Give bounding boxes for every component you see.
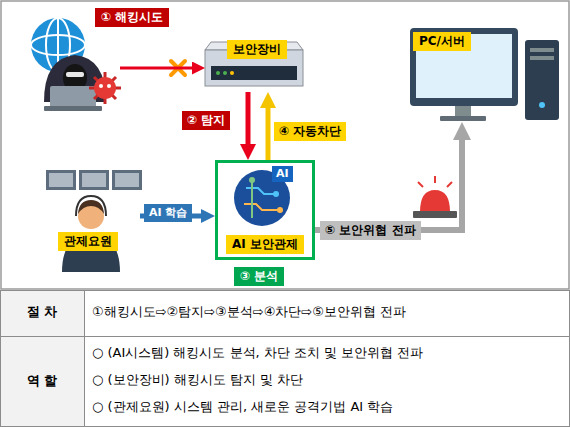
step-banner: ⑤ 보안위협 전파 [320,221,421,240]
pc-server-icon-part [440,116,486,121]
virus-icon [89,72,121,104]
virus-icon-part [94,77,116,99]
icon-node: ① 해킹시도 [28,30,120,110]
alarm-icon-part [413,211,457,218]
pc-server-icon-part [455,106,471,116]
operator-icon-part [78,200,104,214]
virus-icon-part [99,84,103,88]
flow-arrow [266,102,271,160]
operator-icon-part [46,170,76,190]
step-banner: ② 탐지 [182,111,230,130]
device-label: 보안장비 [227,40,287,59]
table-cell: ○ (AI시스템) 해킹시도 분석, 차단 조치 및 보안위협 전파 [92,345,423,361]
operator-icon [46,170,142,272]
virus-icon-part [94,77,116,99]
security-device-icon-part [216,71,220,75]
security-device-icon-part [211,66,297,80]
pc-label: PC/서버 [413,32,471,51]
alarm-icon-part [420,190,450,212]
table-cell: ○ (관제요원) 시스템 관리, 새로운 공격기법 AI 학습 [92,399,393,415]
table-cell: ○ (보안장비) 해킹시도 탐지 및 차단 [92,372,303,388]
ai-head-icon-part [273,191,279,197]
operator-icon-part [76,196,106,216]
pc-server-icon-part [530,48,554,52]
ai-badge: AI [272,166,293,182]
table-grid-part [1,291,85,427]
step-banner: ① 해킹시도 [95,8,169,27]
pc-server-icon-part [530,56,554,60]
icon-node: 보안장비 [205,36,303,92]
table-header: 절 차 [0,304,84,320]
security-device-icon-part [230,71,234,75]
security-device-icon-part [223,71,227,75]
virus-icon-part [94,77,116,99]
ai-head-icon-part [246,188,276,194]
hacker-icon-part [66,72,84,77]
alarm-icon-part [434,176,436,183]
table-grid-part [0,336,570,337]
flow-arrow [315,133,462,230]
pc-server-icon [410,28,559,121]
pc-server-icon-part [539,102,545,108]
table-cell: ①해킹시도⇨②탐지⇨③분석⇨④차단⇨⑤보안위협 전파 [92,304,406,320]
ai-head-icon-part [277,207,283,213]
alarm-icon [413,176,457,218]
alarm-icon-part [418,182,423,187]
operator-icon-part [49,173,73,187]
table-header: 역 할 [0,373,84,389]
operator-icon-part [82,173,106,187]
virus-icon-part [107,84,111,88]
ai-label: AI 보안관제 [226,235,304,254]
operator-icon-part [115,173,139,187]
flow-arrow [120,67,197,70]
ai-head-icon-part [249,177,255,183]
alarm-icon-part [447,182,452,187]
diagram-frame [1,1,569,289]
hacker-icon-part [44,106,102,111]
icon-node: 관제요원 [40,166,140,274]
operator-icon-part [79,170,109,190]
pc-server-icon-part [410,28,518,106]
flow-arrow [246,92,251,150]
learning-label: AI 학습 [144,204,192,222]
icon-node: PC/서버 [405,22,563,122]
step-banner: ④ 자동차단 [274,122,346,141]
step-banner: ③ 분석 [234,267,284,286]
ai-head-icon-part [251,180,253,218]
pc-server-icon-part [525,40,559,120]
operator-icon-part [112,170,142,190]
table-grid-part [1,291,570,427]
ai-head-icon-part [244,204,280,210]
operator-label: 관제요원 [58,232,118,251]
table-grid-part [84,290,85,427]
ai-system-box: AI 보안관제③ 분석 [215,160,315,260]
